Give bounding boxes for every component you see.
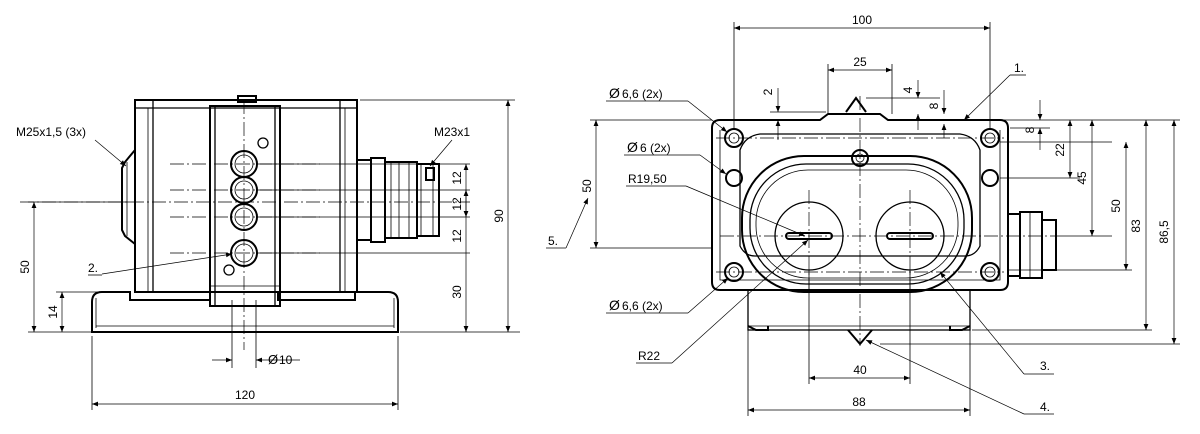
- label-dia66-top: 6,6 (2x): [622, 87, 663, 101]
- dim-90: 90: [492, 209, 506, 223]
- left-gland: [121, 149, 136, 245]
- housing-body: [134, 99, 358, 293]
- dim-50-left: 50: [18, 260, 32, 274]
- dim-100: 100: [852, 13, 872, 27]
- center-section: [209, 105, 281, 307]
- dim-40: 40: [853, 363, 867, 377]
- housing-outline: [711, 113, 1009, 291]
- dim-45: 45: [1075, 171, 1089, 185]
- dim-120: 120: [235, 388, 255, 402]
- dim-86-5: 86,5: [1157, 220, 1171, 244]
- label-m23: M23x1: [434, 125, 470, 139]
- dim-12b: 12: [450, 197, 464, 211]
- cover-plate: [747, 289, 971, 331]
- dim-14: 14: [46, 305, 60, 319]
- label-dia66-bottom-symbol: Ø: [609, 297, 620, 313]
- label-dia6-symbol: Ø: [627, 139, 638, 155]
- dim-12a: 12: [450, 171, 464, 185]
- label-dia66-top-symbol: Ø: [609, 85, 620, 101]
- label-m25: M25x1,5 (3x): [16, 125, 86, 139]
- label-r1950: R19,50: [628, 172, 667, 186]
- dim-8a: 8: [927, 102, 941, 109]
- dim-4: 4: [901, 86, 915, 93]
- m23-connector: [356, 157, 440, 243]
- dim-dia10-symbol: Ø: [268, 352, 278, 367]
- dim-88: 88: [852, 395, 866, 409]
- label-r22: R22: [638, 349, 660, 363]
- dim-dia10: 10: [279, 353, 293, 367]
- dim-83: 83: [1129, 219, 1143, 233]
- label-dia66-bottom: 6,6 (2x): [622, 299, 663, 313]
- dim-12c: 12: [450, 229, 464, 243]
- callout-4: 4.: [1040, 400, 1050, 414]
- dim-2: 2: [761, 88, 775, 95]
- dim-8b: 8: [1023, 126, 1037, 133]
- label-dia6: 6 (2x): [640, 141, 671, 155]
- callout-2: 2.: [88, 261, 98, 275]
- side-view: 12 12 12 30 90 50 14 Ø 10 120 M25x1,5 (3…: [16, 95, 520, 410]
- dim-25: 25: [853, 55, 867, 69]
- dim-30: 30: [450, 285, 464, 299]
- front-connector: [1007, 211, 1057, 279]
- dim-22: 22: [1053, 143, 1067, 157]
- front-view: 100 25 2 4 8 8 22 45: [546, 13, 1180, 416]
- callout-5: 5.: [548, 234, 558, 248]
- callout-3: 3.: [1040, 359, 1050, 373]
- callout-1: 1.: [1014, 61, 1024, 75]
- mount-holes: [724, 128, 1000, 282]
- dim-50-front: 50: [580, 179, 594, 193]
- dim-50-right: 50: [1109, 199, 1123, 213]
